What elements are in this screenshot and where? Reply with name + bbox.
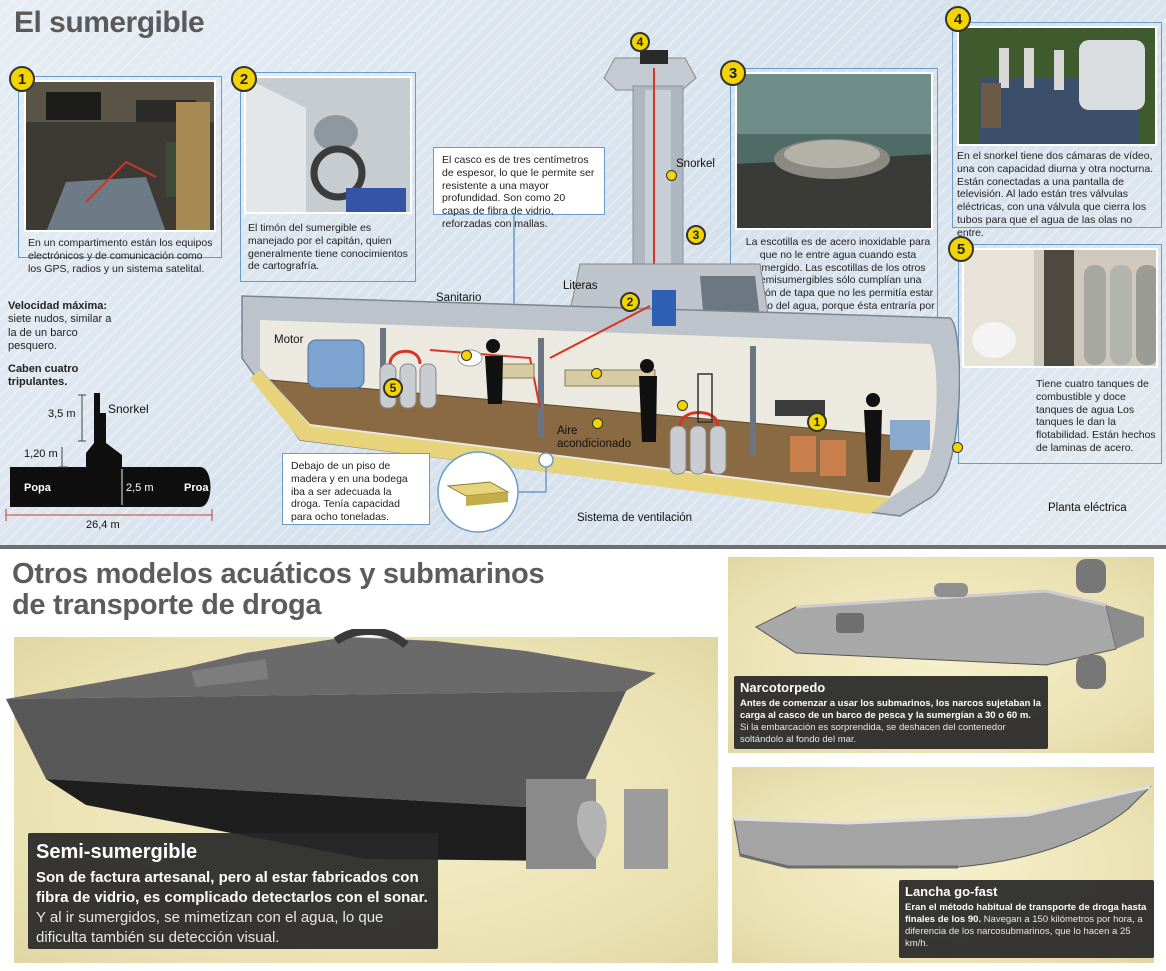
section-divider (0, 545, 1166, 549)
photo-tanks (962, 248, 1158, 368)
cargo-caption: Debajo de un piso de madera y en una bod… (282, 453, 430, 525)
semi-text-bold: Son de factura artesanal, pero al estar … (36, 868, 428, 906)
callout-number-1: 1 (9, 66, 35, 92)
narco-title: Narcotorpedo (740, 680, 826, 695)
dim-height-1: 3,5 m (48, 408, 76, 420)
photo-steering (244, 76, 412, 214)
callout-1-frame (18, 76, 222, 258)
lancha-illustration (733, 785, 1152, 869)
lancha-text: Navegan a 150 kilómetros por hora, a dif… (905, 913, 1143, 950)
narco-text: Si la embarcación es sorprendida, se des… (740, 721, 1006, 746)
semi-submersible-info: Semi-sumergible Son de factura artesanal… (28, 833, 438, 949)
speed-label: Velocidad máxima: (8, 300, 108, 312)
section-title-line-1: Otros modelos acuáticos y submarinos (12, 558, 545, 590)
dim-snorkel-label: Snorkel (108, 402, 149, 416)
section-title-line-2: de transporte de droga (12, 589, 322, 621)
marker-1-electronics: 1 (807, 412, 827, 432)
marker-ventilacion (677, 400, 688, 411)
speed-spec: Velocidad máxima: siete nudos, similar a… (8, 300, 118, 354)
hull-caption: El casco es de tres centímetros de espes… (433, 147, 605, 230)
page-title: El sumergible (14, 6, 205, 39)
photo-snorkel-cameras (957, 26, 1157, 146)
callout-1-caption: En un compartimento están los equipos el… (28, 237, 213, 275)
label-literas: Literas (563, 280, 598, 292)
callout-number-3: 3 (720, 60, 746, 86)
submarine-infographic: El sumergible 1 En un compartimento está… (0, 0, 1166, 545)
dim-stern: Popa (24, 482, 51, 494)
dim-length: 26,4 m (86, 519, 120, 531)
label-ventilacion: Sistema de ventilación (577, 512, 693, 524)
cargo-detail (437, 451, 554, 533)
marker-aire (592, 418, 603, 429)
marker-5-tanks: 5 (383, 378, 403, 398)
semi-text: Y al ir sumergidos, se mimetizan con el … (36, 908, 384, 947)
label-motor: Motor (274, 334, 304, 346)
callout-number-5: 5 (948, 236, 974, 262)
label-sanitario: Sanitario (436, 292, 482, 304)
label-planta: Planta eléctrica (1048, 502, 1127, 514)
dim-height-3: 2,5 m (126, 482, 154, 494)
callout-4-frame (952, 22, 1162, 228)
semi-title: Semi-sumergible (36, 841, 198, 863)
other-models-section: Otros modelos acuáticos y submarinos de … (0, 549, 1166, 971)
label-aire: Aire acondicionado (557, 425, 632, 450)
marker-planta (952, 442, 963, 453)
dim-bow: Proa (184, 482, 209, 494)
callout-number-4: 4 (945, 6, 971, 32)
callout-number-2: 2 (231, 66, 257, 92)
section-title: Otros modelos acuáticos y submarinos de … (12, 558, 545, 621)
narco-text-bold: Antes de comenzar a usar los submarinos,… (740, 697, 1041, 721)
photo-electronics (24, 80, 216, 232)
crew-spec: Caben cuatro tripulantes. (8, 363, 79, 389)
callout-5-caption: Tiene cuatro tanques de combustible y do… (1036, 378, 1156, 454)
narcotorpedo-illustration (754, 559, 1144, 689)
lancha-text-bold: Eran el método habitual de transporte de… (905, 901, 1147, 925)
marker-4-snorkel-top: 4 (630, 32, 650, 52)
narcotorpedo-info: Narcotorpedo Antes de comenzar a usar lo… (734, 676, 1048, 749)
dimension-diagram (5, 393, 213, 521)
marker-snorkel (666, 170, 677, 181)
marker-3-hatch: 3 (686, 225, 706, 245)
lancha-title: Lancha go-fast (905, 884, 998, 899)
callout-2-caption: El timón del sumergible es manejado por … (248, 222, 408, 273)
callout-4-caption: En el snorkel tiene dos cámaras de vídeo… (957, 150, 1154, 239)
speed-text: siete nudos, similar a la de un barco pe… (8, 313, 112, 353)
callout-2-frame (240, 72, 416, 282)
marker-2-helm: 2 (620, 292, 640, 312)
marker-literas (591, 368, 602, 379)
photo-hatch (735, 72, 933, 230)
marker-sanitario (461, 350, 472, 361)
dim-height-2: 1,20 m (24, 448, 58, 460)
lancha-info: Lancha go-fast Eran el método habitual d… (899, 880, 1154, 958)
label-snorkel: Snorkel (676, 158, 715, 170)
